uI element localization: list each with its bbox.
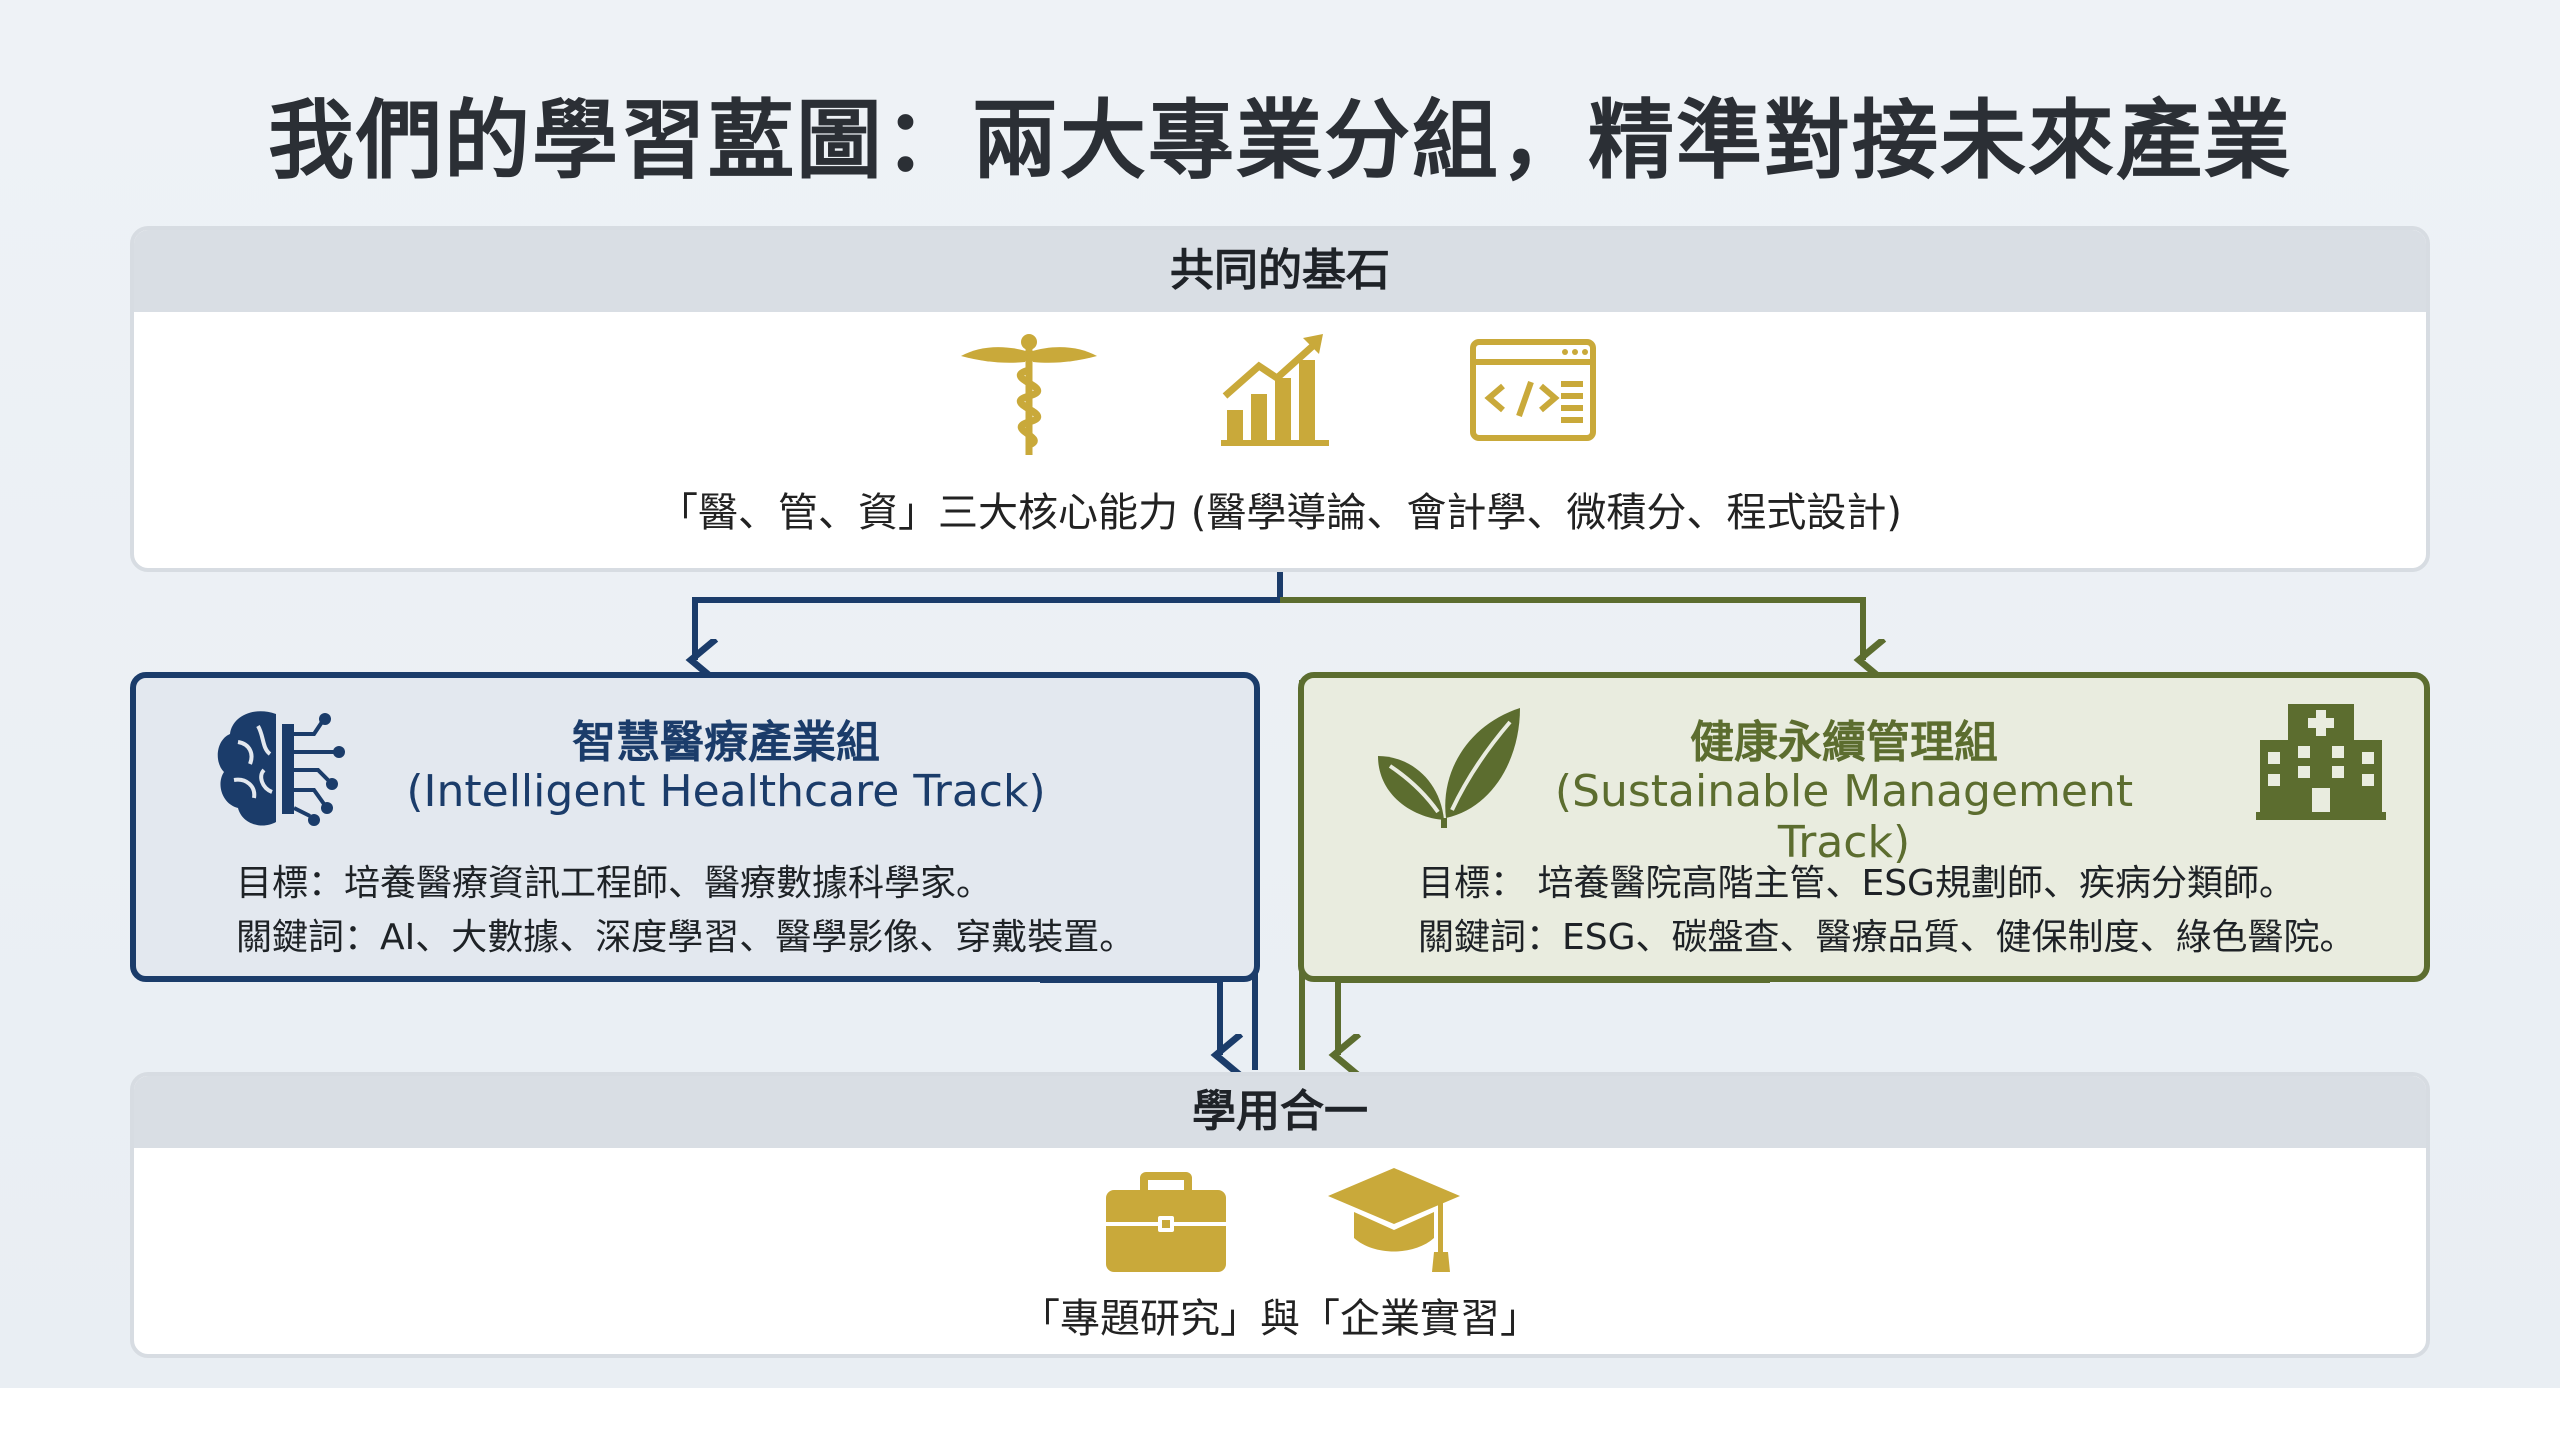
page-title: 我們的學習藍圖：兩大專業分組，精準對接未來產業 <box>268 91 2292 191</box>
connector-left-to-outcome <box>1040 977 1220 1055</box>
track-sustainable-management: 健康永續管理組 (Sustainable Management Track) 目… <box>1298 672 2430 982</box>
track-right-keywords: 關鍵詞：ESG、碳盤查、醫療品質、健保制度、綠色醫院。 <box>1418 917 2356 958</box>
foundation-text: 「醫、管、資」三大核心能力 (醫學導論、會計學、微積分、程式設計) <box>658 490 1902 536</box>
briefcase-icon <box>1106 1172 1226 1272</box>
diagram-canvas: 我們的學習藍圖：兩大專業分組，精準對接未來產業 共同的基石 <box>0 0 2560 1388</box>
outcome-text: 「專題研究」與「企業實習」 <box>1020 1296 1540 1342</box>
track-intelligent-healthcare: 智慧醫療產業組 (Intelligent Healthcare Track) 目… <box>130 672 1260 982</box>
track-right-title: 健康永續管理組 <box>1690 717 1998 768</box>
track-left-subtitle: (Intelligent Healthcare Track) <box>406 766 1046 817</box>
outcome-panel: 學用合一 「專題研究」與「企業實習」 <box>130 1072 2430 1358</box>
connector-to-right-track <box>1280 597 1863 660</box>
connector-right-to-outcome <box>1338 977 1770 1055</box>
hospital-icon <box>2256 704 2386 820</box>
brain-circuit-icon <box>217 711 345 826</box>
growth-chart-icon <box>1221 334 1329 446</box>
foundation-header: 共同的基石 <box>134 230 2426 312</box>
graduation-cap-icon <box>1328 1168 1460 1272</box>
track-right-subtitle: (Sustainable Management Track) <box>1554 766 2134 868</box>
foundation-panel: 共同的基石 <box>130 226 2430 572</box>
track-left-goal: 目標：培養醫療資訊工程師、醫療數據科學家。 <box>236 863 993 904</box>
caduceus-icon <box>961 334 1097 455</box>
leaf-icon <box>1378 708 1520 828</box>
track-left-title: 智慧醫療產業組 <box>572 717 880 768</box>
code-window-icon <box>1470 339 1596 441</box>
track-right-goal: 目標： 培養醫院高階主管、ESG規劃師、疾病分類師。 <box>1418 863 2295 904</box>
connector-to-left-track <box>695 597 1280 660</box>
track-left-keywords: 關鍵詞：AI、大數據、深度學習、醫學影像、穿戴裝置。 <box>236 917 1136 958</box>
outcome-header: 學用合一 <box>134 1076 2426 1148</box>
